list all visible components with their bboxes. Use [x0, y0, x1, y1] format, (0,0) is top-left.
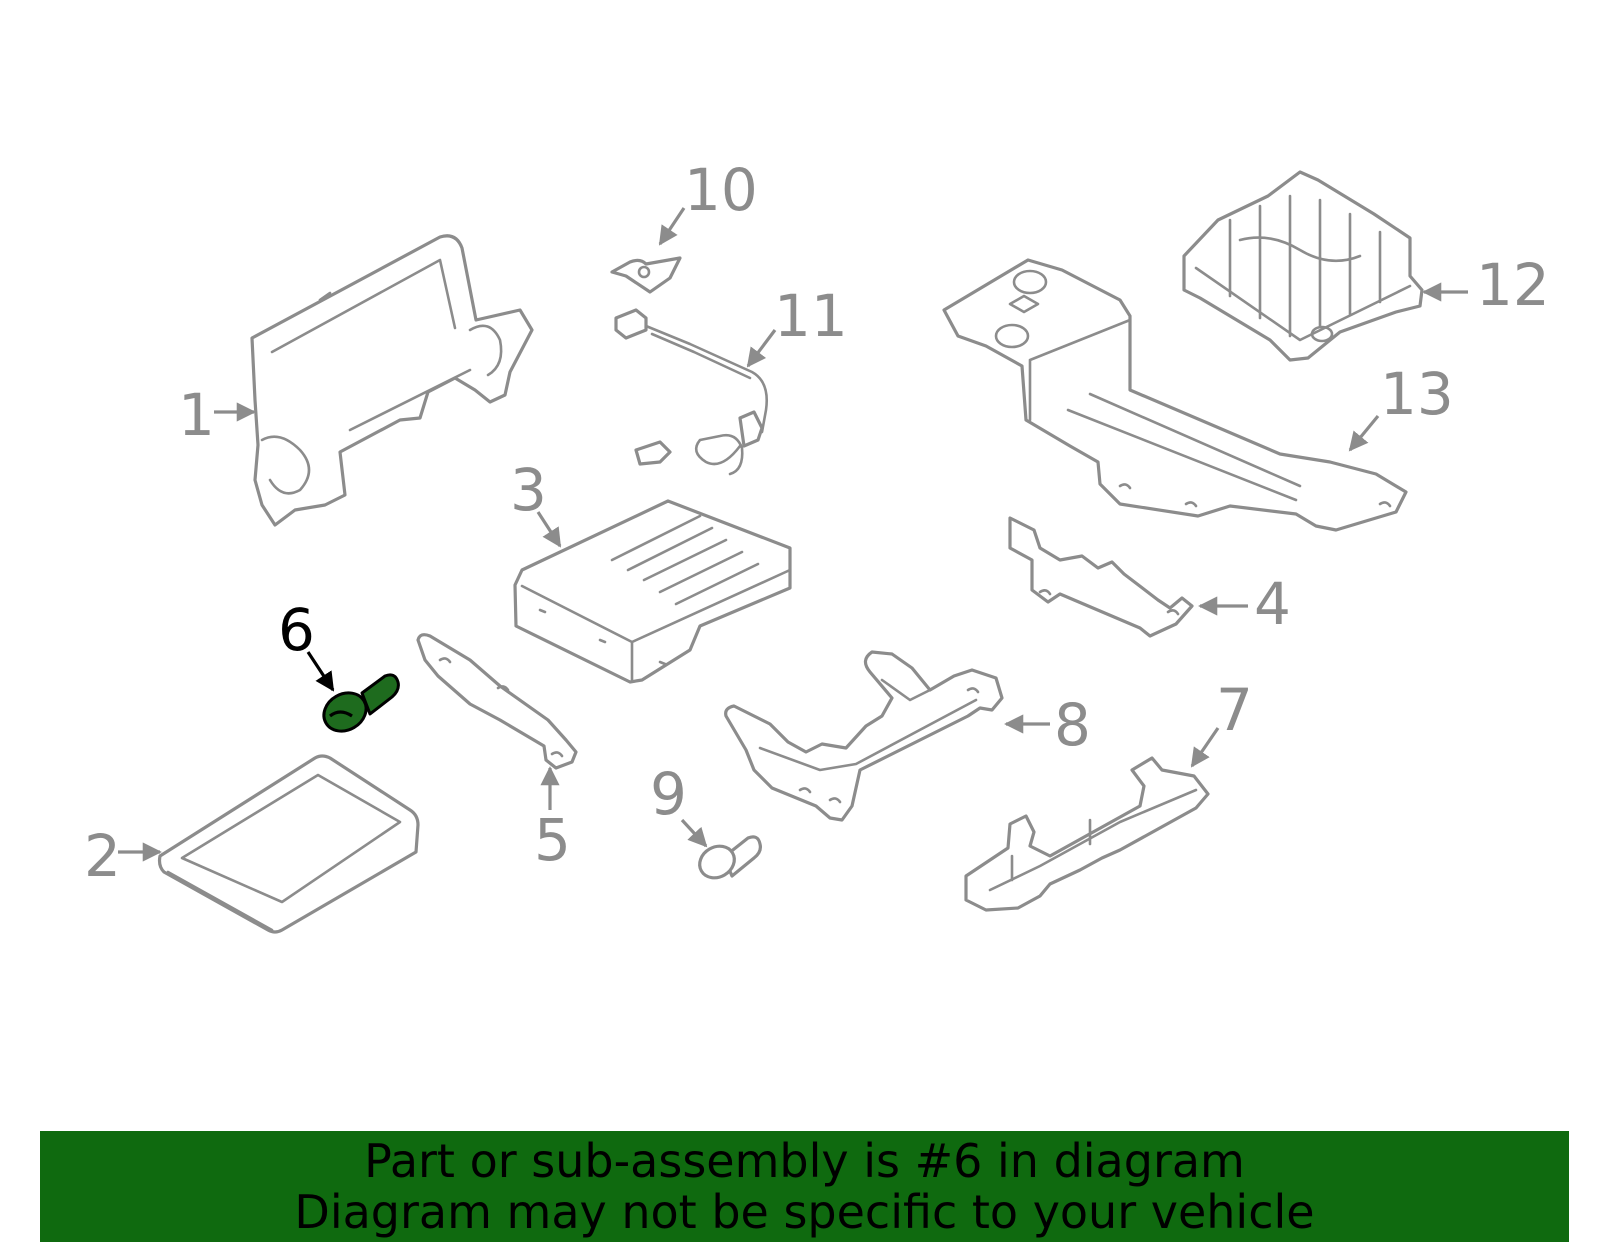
label-3: 3 [510, 456, 547, 524]
label-7: 7 [1216, 676, 1253, 744]
label-1: 1 [178, 381, 215, 449]
label-8: 8 [1054, 691, 1091, 759]
leader-lines [118, 207, 1468, 862]
part-3-control-module[interactable] [513, 499, 792, 684]
label-10: 10 [684, 156, 758, 224]
parts-diagram: 1 2 3 4 5 6 7 8 9 10 11 12 13 [84, 156, 1550, 934]
label-12: 12 [1476, 251, 1550, 319]
part-13-plate[interactable] [942, 258, 1408, 532]
part-8-bracket-assembly[interactable] [724, 650, 1004, 822]
label-13: 13 [1380, 360, 1454, 428]
label-9: 9 [650, 760, 687, 828]
part-12-housing[interactable] [1182, 170, 1424, 362]
info-banner: Part or sub-assembly is #6 in diagram Di… [40, 1131, 1569, 1242]
part-7-rail[interactable] [964, 756, 1210, 912]
label-2: 2 [84, 822, 121, 890]
part-10-clip[interactable] [610, 256, 682, 294]
banner-line-2: Diagram may not be specific to your vehi… [294, 1184, 1315, 1239]
label-4: 4 [1254, 570, 1291, 638]
label-5: 5 [534, 806, 571, 874]
part-11-wire-harness[interactable] [614, 308, 768, 476]
part-6-bolt[interactable] [317, 673, 400, 739]
part-9-bolt[interactable] [694, 835, 762, 884]
part-5-bracket[interactable] [416, 633, 578, 770]
part-1-display-unit[interactable] [250, 234, 534, 527]
label-11: 11 [774, 282, 848, 350]
label-6-highlighted: 6 [278, 596, 315, 664]
part-4-bracket[interactable] [1008, 516, 1194, 638]
banner-line-1: Part or sub-assembly is #6 in diagram [364, 1133, 1245, 1188]
callout-labels: 1 2 3 4 5 6 7 8 9 10 11 12 13 [84, 156, 1550, 890]
part-2-tray[interactable] [157, 754, 420, 934]
